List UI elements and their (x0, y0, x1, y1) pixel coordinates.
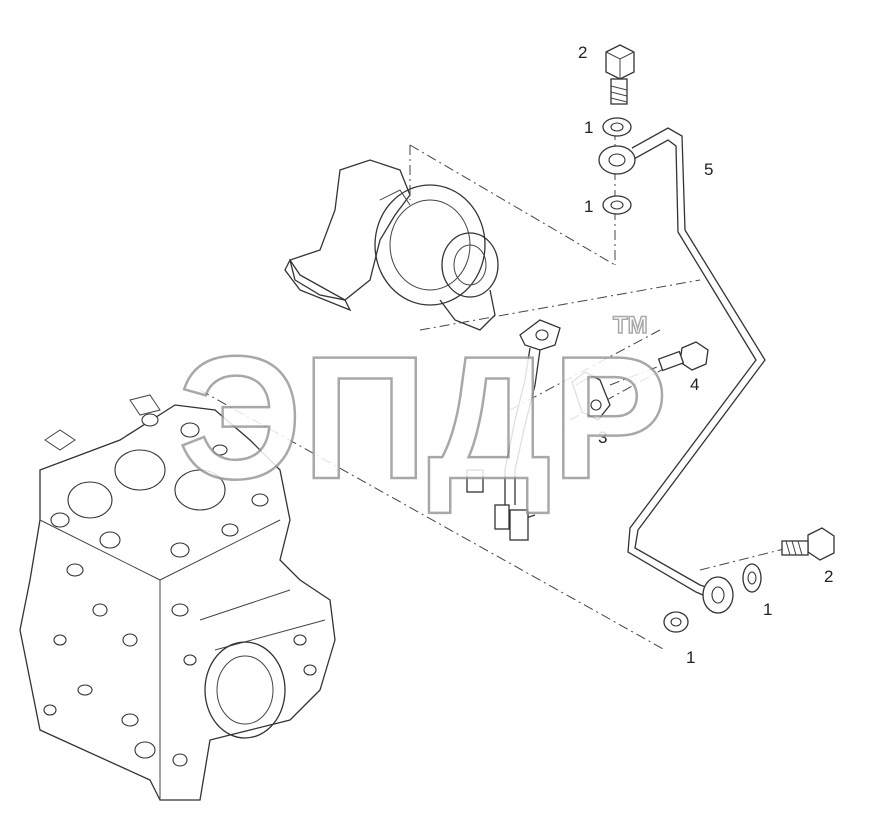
bolt-right (781, 527, 835, 561)
watermark-trademark: TM (613, 312, 648, 339)
turbocharger (284, 159, 499, 331)
callout-washer-right: 1 (763, 600, 772, 619)
callout-clamp-bolt: 4 (690, 375, 699, 394)
washer-bottom (663, 611, 689, 633)
washer-right (742, 563, 762, 593)
clamp (571, 371, 611, 421)
bracket (466, 319, 561, 541)
callout-clamp: 3 (598, 428, 607, 447)
washer-top-lower (602, 195, 632, 215)
washer-top-upper (602, 117, 632, 137)
callout-oil-pipe: 5 (704, 160, 713, 179)
callout-washer-bottom: 1 (686, 648, 695, 667)
callout-washer-top-lower: 1 (584, 197, 593, 216)
clamp-bolt (657, 341, 709, 372)
engine-block (19, 394, 336, 801)
callout-bolt-top: 2 (578, 43, 587, 62)
oil-pipe (598, 127, 766, 614)
bolt-top (605, 44, 635, 105)
callout-bolt-right: 2 (824, 567, 833, 586)
callout-washer-top-upper: 1 (584, 118, 593, 137)
watermark-text: ЭПДР (178, 321, 668, 516)
watermark: ЭПДР TM (177, 311, 670, 517)
